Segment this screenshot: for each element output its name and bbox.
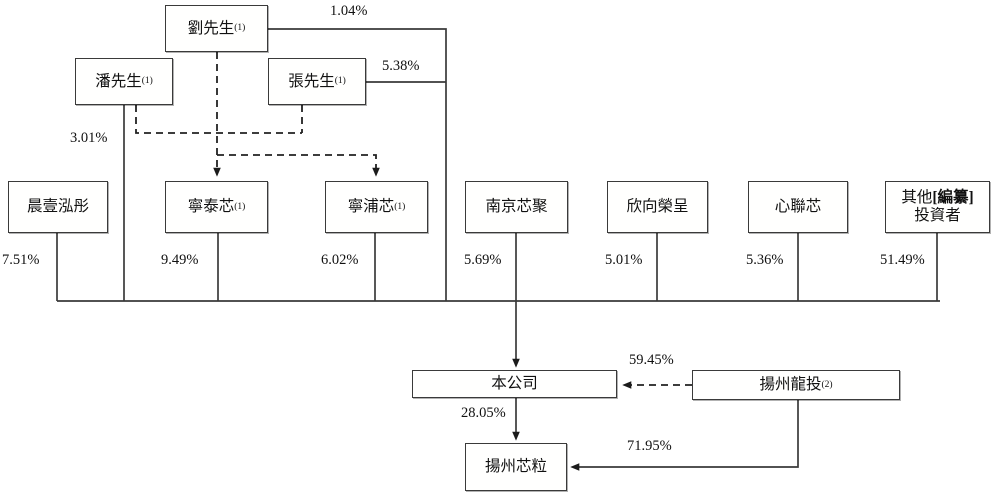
node-pan-label: 潘先生: [95, 72, 142, 90]
node-pan[interactable]: 潘先生(1): [75, 58, 173, 105]
node-zhang-sup: (1): [334, 76, 346, 87]
node-liu-label: 劉先生: [187, 19, 235, 37]
node-xinxiang-label: 欣向榮呈: [626, 198, 689, 216]
node-yangzhou-longtou[interactable]: 揚州龍投(2): [692, 370, 900, 400]
node-others[interactable]: 其他[編纂] 投資者: [885, 181, 990, 233]
node-xinxiang[interactable]: 欣向榮呈: [607, 181, 708, 233]
label-nanjing-company-percent: 5.69%: [464, 252, 502, 268]
label-xinlian-company-percent: 5.36%: [746, 252, 784, 268]
node-ningtai-sup: (1): [234, 201, 246, 212]
node-liu[interactable]: 劉先生(1): [165, 5, 268, 52]
node-ningpu-sup: (1): [394, 201, 406, 212]
label-ningpu-company-percent: 6.02%: [321, 252, 359, 268]
edge-dashed-bus: [217, 154, 380, 177]
edge-yzlt-yzxl: [570, 400, 799, 471]
label-chenyi-company-percent: 7.51%: [2, 252, 40, 268]
label-yzlt-yzxl-percent: 71.95%: [627, 438, 672, 454]
node-xinlian-label: 心聯芯: [774, 198, 822, 216]
node-others-bracket: [編纂]: [932, 189, 974, 207]
node-yzxl-label: 揚州芯粒: [484, 458, 547, 476]
label-yzlt-company-percent: 59.45%: [629, 352, 674, 368]
edge-pan-ningpu: [135, 105, 302, 134]
label-ningtai-company-percent: 9.49%: [161, 252, 199, 268]
node-zhang-label: 張先生: [288, 72, 335, 90]
node-yangzhou-xinli[interactable]: 揚州芯粒: [465, 443, 567, 491]
node-others-prefix: 其他: [901, 189, 933, 207]
node-others-line1: 其他[編纂]: [901, 189, 973, 207]
label-zhang-company-percent: 5.38%: [382, 58, 420, 74]
label-liu-company-percent: 1.04%: [330, 3, 368, 19]
node-yzlt-sup: (2): [821, 379, 833, 390]
node-ningtai-label: 寧泰芯: [187, 198, 235, 216]
node-ningpu-label: 寧浦芯: [347, 198, 395, 216]
node-ningtai[interactable]: 寧泰芯(1): [165, 181, 268, 233]
node-others-line2: 投資者: [914, 207, 961, 224]
node-liu-sup: (1): [234, 23, 246, 34]
label-xinxiang-company-percent: 5.01%: [605, 252, 643, 268]
node-pan-sup: (1): [141, 76, 153, 87]
node-company[interactable]: 本公司: [412, 370, 617, 398]
node-nanjing-label: 南京芯聚: [485, 198, 548, 216]
node-zhang[interactable]: 張先生(1): [268, 58, 366, 105]
node-chenyi[interactable]: 晨壹泓彤: [8, 181, 108, 233]
label-pan-chenyi-percent: 3.01%: [70, 130, 108, 146]
label-others-company-percent: 51.49%: [880, 252, 925, 268]
node-xinlian[interactable]: 心聯芯: [748, 181, 848, 233]
node-company-label: 本公司: [491, 375, 538, 393]
node-chenyi-label: 晨壹泓彤: [26, 198, 89, 216]
node-ningpu[interactable]: 寧浦芯(1): [325, 181, 428, 233]
label-company-yzxl-percent: 28.05%: [461, 405, 506, 421]
node-nanjing[interactable]: 南京芯聚: [465, 181, 568, 233]
node-yzlt-label: 揚州龍投: [759, 376, 822, 394]
